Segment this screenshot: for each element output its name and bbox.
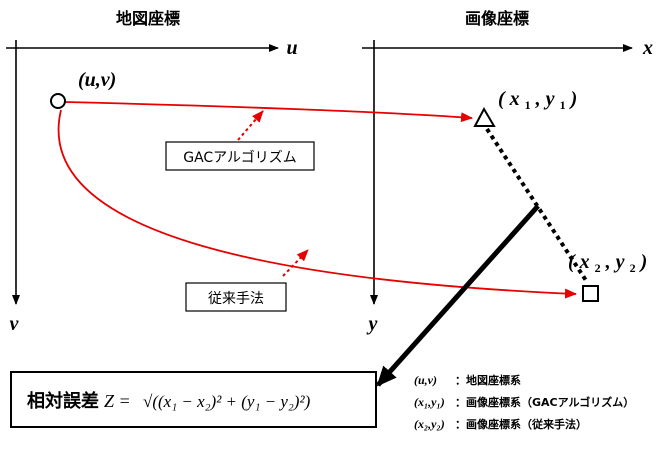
error-pointer-arrow (376, 204, 540, 387)
gac-point-triangle (473, 106, 496, 127)
gac-label-box (165, 141, 315, 171)
legend-text: ：画像座標系（GACアルゴリズム） (455, 395, 634, 409)
legend: (u,v) ：地図座標系 (x₁,y₁) ：画像座標系（GACアルゴリズム） (… (414, 373, 634, 431)
legend-symbol: (u,v) (414, 373, 437, 387)
gac-label: GACアルゴリズム (183, 149, 297, 166)
legend-text: ：画像座標系（従来手法） (455, 417, 587, 431)
conventional-point-square (582, 285, 599, 302)
conventional-label-box (185, 282, 287, 312)
gac-mapping-arrow (64, 101, 473, 123)
uv-point-label: (u,v) (78, 69, 116, 91)
conventional-label: 従来手法 (208, 291, 264, 307)
image-y-axis-label: y (367, 313, 378, 335)
legend-symbol: (x₂,y₂) (414, 417, 445, 431)
formula-lhs: Z = (104, 391, 131, 411)
map-point-circle (50, 93, 66, 109)
relative-error-label: 相対誤差 (27, 390, 99, 412)
legend-text: ：地図座標系 (455, 373, 521, 387)
legend-symbol: (x₁,y₁) (414, 395, 445, 409)
map-u-axis-label: u (286, 37, 297, 59)
gac-leader-arrow (237, 110, 264, 141)
image-coordinate-title: 画像座標 (465, 9, 529, 28)
x2-y2-point-label: ( x 2 , y 2 ) (568, 251, 647, 277)
relative-error-box (10, 371, 377, 428)
x1-y1-point-label: ( x 1 , y 1 ) (498, 88, 577, 114)
map-v-axis-label: v (10, 313, 20, 335)
conventional-mapping-arrow (57, 109, 577, 299)
image-x-axis-label: x (642, 37, 653, 59)
formula-rhs: √((x₁ − x₂)² + (y₁ − y₂)²) (143, 392, 311, 411)
conventional-leader-arrow (282, 249, 309, 277)
map-coordinate-title: 地図座標 (116, 9, 180, 28)
